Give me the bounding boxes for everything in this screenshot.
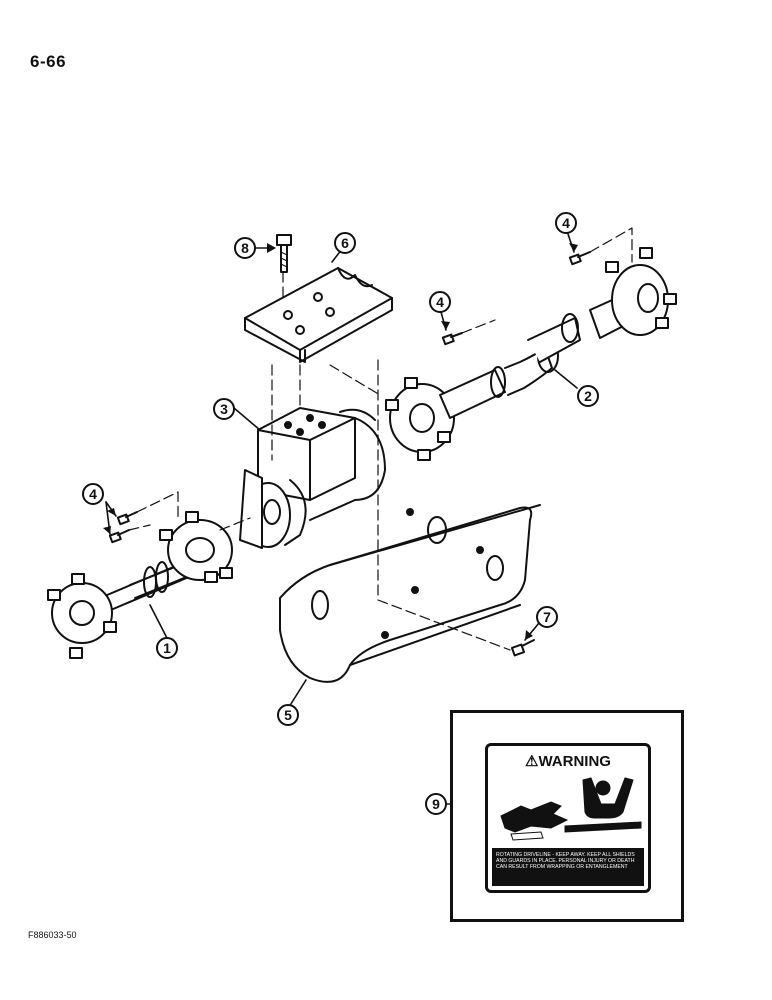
shield-part-5 [279,504,541,683]
callout-bubble-8 [234,237,256,259]
page-number: 6-66 [30,52,67,71]
callout-label-5: 5 [284,707,292,723]
callout-label-7: 7 [543,609,551,625]
warning-title-text: WARNING [538,753,611,770]
callout-label-4a: 4 [562,215,570,231]
driveline-part-1 [47,511,233,659]
callout-label-2: 2 [584,388,592,404]
callout-bubble-2 [577,385,599,407]
warning-triangle-icon: ⚠ [525,753,539,770]
warning-decal-part-9: ⚠WARNING ROTATING DRIVELINE - KEEP AWAY.… [450,710,684,922]
bolt-part-7 [510,639,535,657]
callout-bubble-3 [213,398,235,420]
warning-message: ROTATING DRIVELINE - KEEP AWAY. KEEP ALL… [492,848,644,886]
warning-title: ⚠WARNING [488,752,648,770]
callout-label-9: 9 [432,796,440,812]
callout-bubble-6 [334,232,356,254]
callout-bubble-9 [425,793,447,815]
figure-id: F886033-50 [28,930,77,940]
callout-bubble-1 [156,637,178,659]
callout-leaders [105,233,578,805]
leader-arrowheads [103,243,578,640]
bracket-part-6 [244,267,393,363]
callout-label-6: 6 [341,235,349,251]
callout-bubble-5 [277,704,299,726]
bolt-part-4-upper [568,251,591,266]
callout-bubble-4a [555,212,577,234]
assembly-lines [128,227,633,651]
callout-bubble-4c [82,483,104,505]
callout-bubbles [82,212,599,815]
driveline-part-2 [385,247,677,461]
callout-label-3: 3 [220,401,228,417]
callout-label-8: 8 [241,240,249,256]
gearbox-part-3 [239,407,386,549]
callout-bubble-4b [429,291,451,313]
entanglement-pictogram-icon [500,777,642,841]
bolt-part-4-left [108,511,138,544]
callout-label-4b: 4 [436,294,444,310]
bolt-part-8 [276,234,292,273]
warning-decal: ⚠WARNING ROTATING DRIVELINE - KEEP AWAY.… [485,743,651,893]
callout-label-1: 1 [163,640,171,656]
bolt-part-4-middle [441,332,463,346]
callout-bubble-7 [536,606,558,628]
callout-label-4c: 4 [89,486,97,502]
